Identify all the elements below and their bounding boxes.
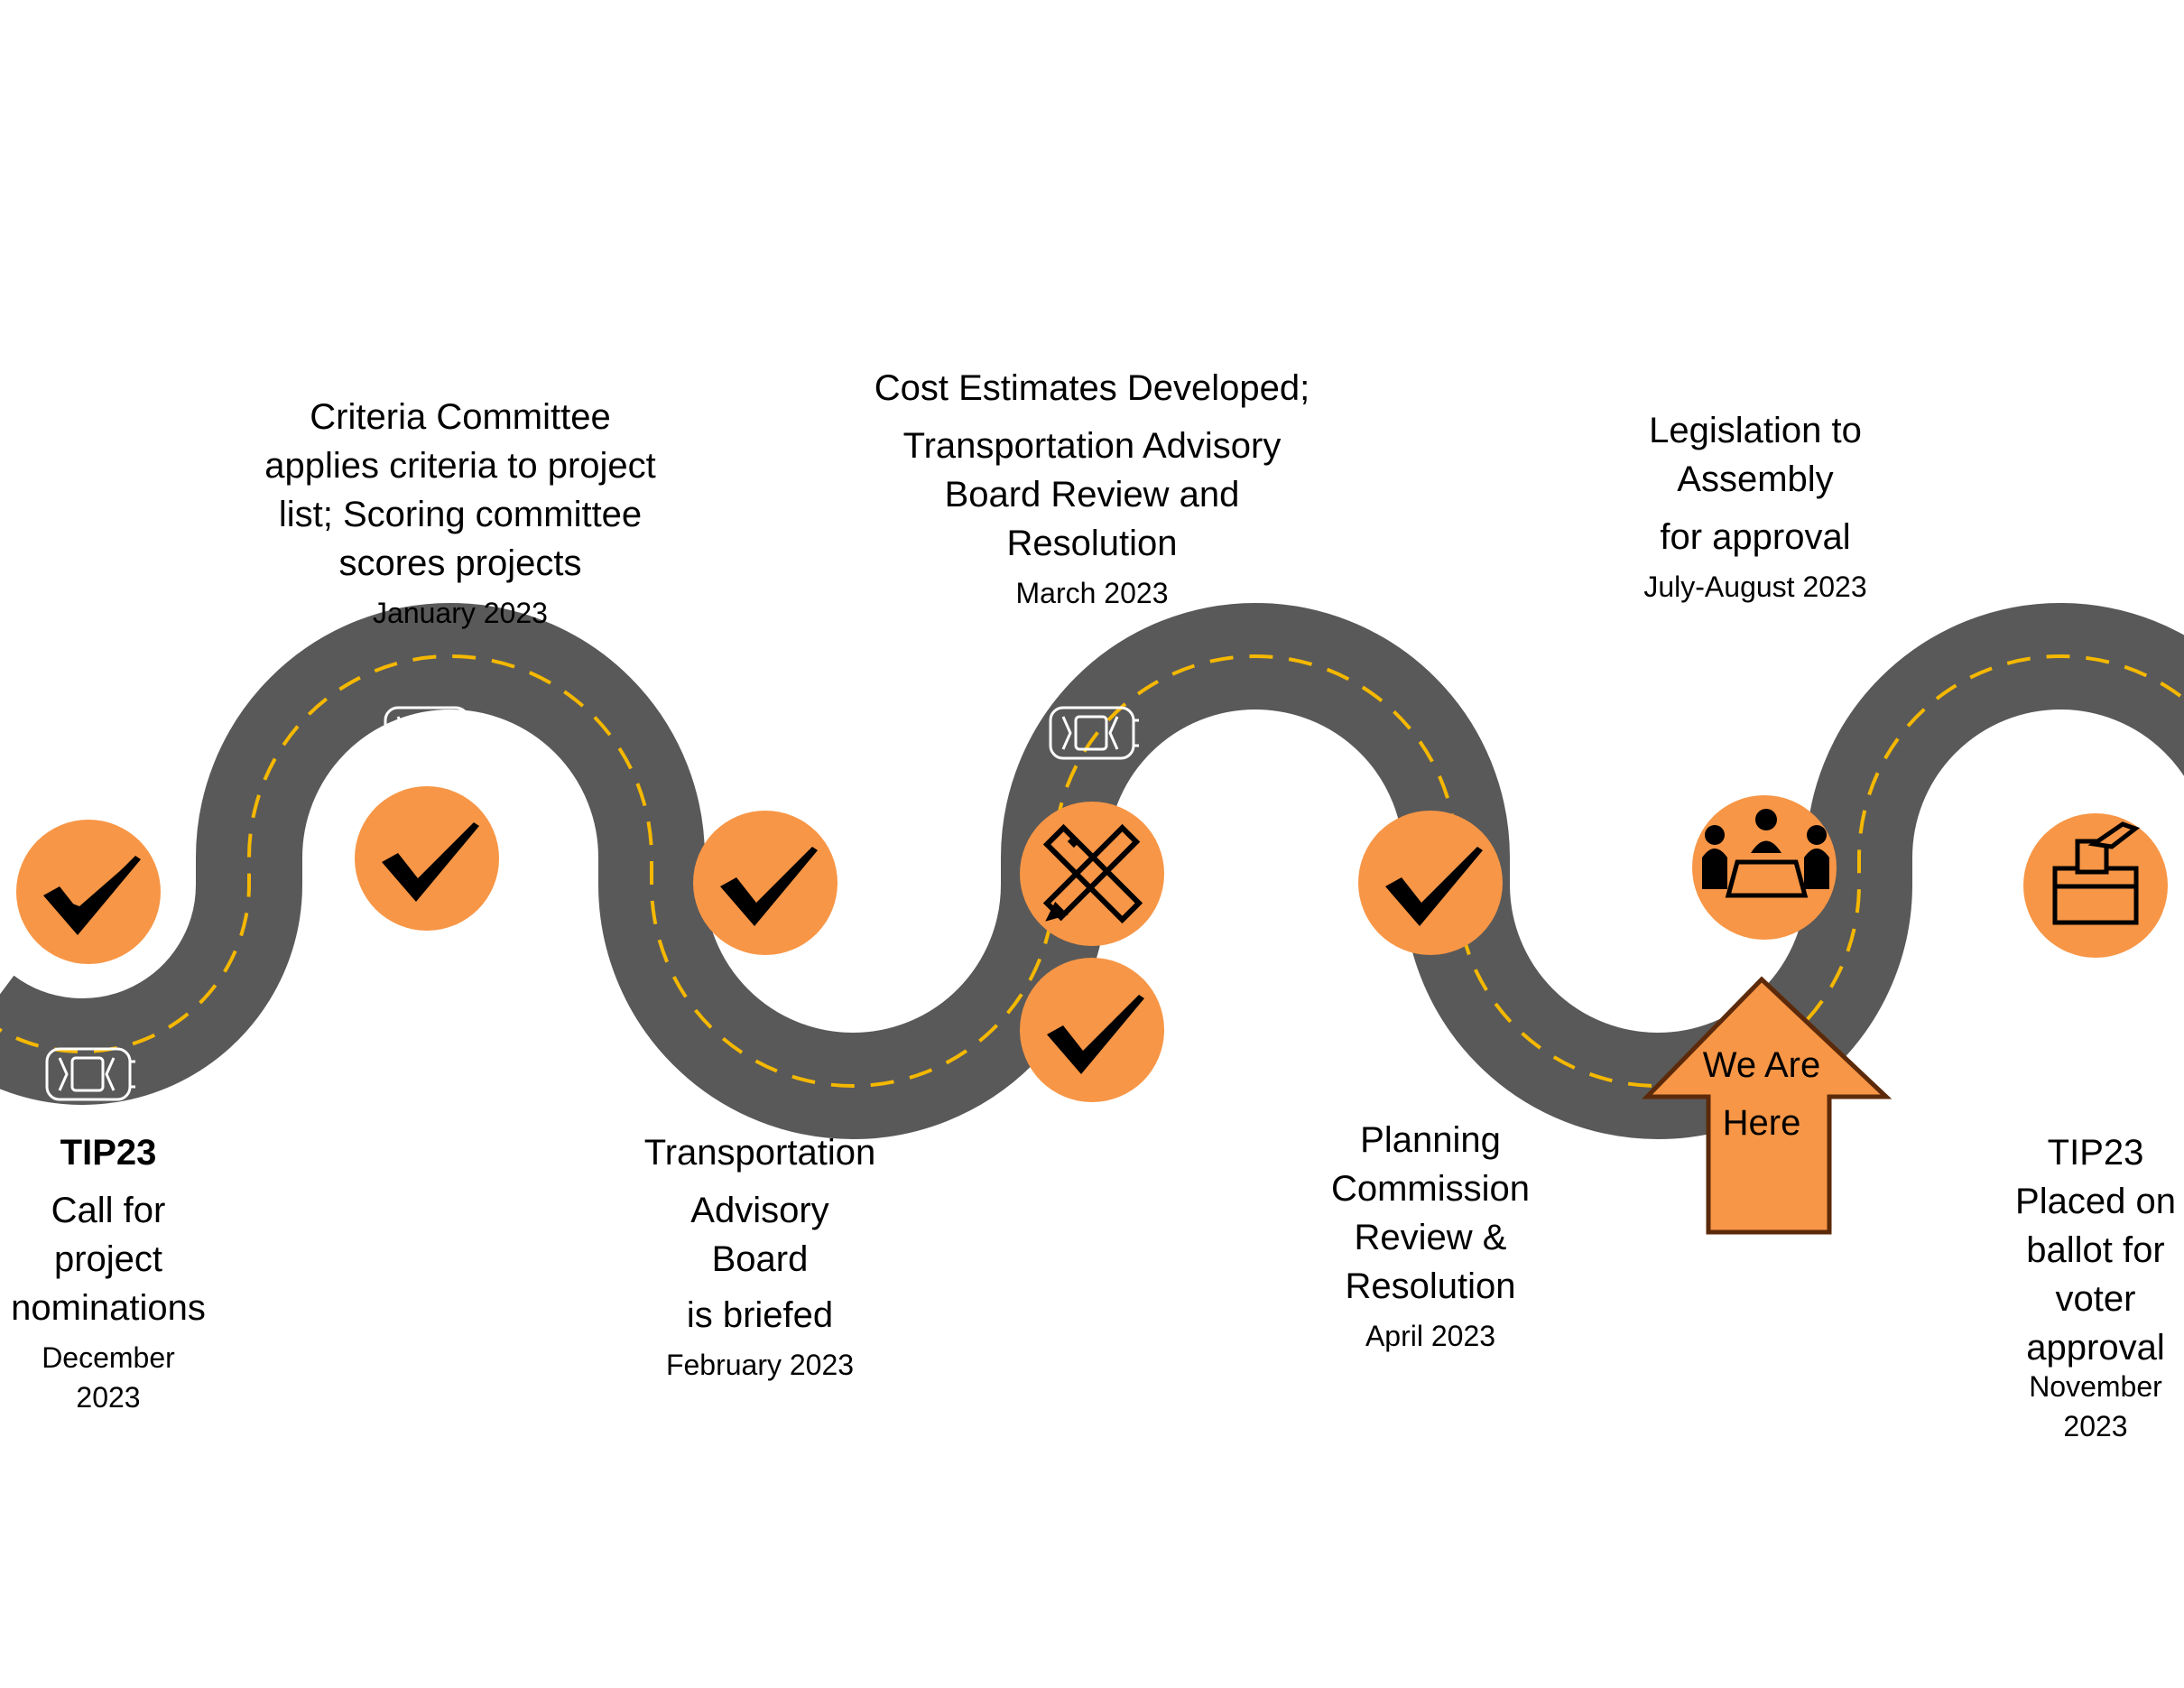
car-icon [45,1047,135,1101]
check-icon [1385,847,1483,926]
car-icon [2052,1047,2142,1101]
meeting-icon [1702,809,1829,898]
lane-divider [0,654,2184,1088]
milestone-date: January 2023 [373,597,548,629]
milestone-text: Planning [1360,1120,1501,1160]
milestone-title: TIP23 [60,1133,157,1173]
car-icon [384,706,474,760]
status-circle [355,786,499,931]
status-circle [693,811,838,955]
milestone-text: Cost Estimates Developed; [874,368,1310,408]
check-icon [720,847,818,926]
milestone-text: Board Review and [944,475,1240,515]
milestone-text: Review & [1354,1218,1507,1257]
milestone-apr [1358,811,1503,955]
status-circle [1020,958,1164,1102]
milestone-feb [693,811,838,955]
we-are-here-label: We Are Here [1702,1045,1821,1143]
label-jul: Legislation to Assembly for approval Jul… [1575,406,1936,607]
pencil-ruler-icon [1042,823,1143,924]
milestone-text: ballot for [2026,1230,2165,1270]
check-icon [382,822,479,902]
label-feb: Transportation Advisory Board is briefed… [579,1128,940,1385]
milestone-date: July-August 2023 [1643,570,1867,603]
milestone-text: Transportation Advisory [902,426,1282,466]
milestone-text: voter [2055,1279,2136,1319]
milestone-date: April 2023 [1365,1320,1496,1352]
milestone-text: Assembly [1677,459,1834,499]
milestone-text: Legislation to [1649,411,1862,450]
milestone-text: is briefed [686,1295,834,1335]
milestone-date: March 2023 [1015,577,1169,609]
milestone-text: for approval [1660,517,1851,557]
milestone-text: project [53,1239,163,1279]
car-icon [1721,706,1811,760]
label-nov: TIP23 Placed on ballot for voter approva… [1969,1128,2184,1446]
milestone-text: Transportation [643,1133,876,1173]
milestone-date: February 2023 [665,1349,855,1381]
milestone-text: Call for [51,1191,166,1230]
milestone-mar [1020,802,1164,1102]
milestone-jul [1692,795,1837,940]
milestone-text: applies criteria to project [264,446,656,486]
milestone-dec [16,820,161,964]
ballot-box-icon [2052,821,2141,925]
check-icon [1047,995,1144,1074]
milestone-text: approval [2026,1328,2165,1368]
milestone-text: list; Scoring committee [278,495,643,534]
milestone-text: TIP23 [2047,1133,2144,1173]
milestone-text: Resolution [1006,524,1178,563]
milestone-text: Criteria Committee [310,397,611,437]
milestone-text: Resolution [1345,1266,1516,1306]
label-apr: Planning Commission Review & Resolution … [1250,1116,1611,1356]
milestone-text: Board [711,1239,809,1279]
milestone-text: Advisory [690,1191,829,1230]
milestone-text: nominations [11,1288,206,1328]
status-circle [1358,811,1503,955]
milestone-nov [2023,813,2168,958]
car-icon [1049,706,1139,760]
milestone-text: Placed on [2015,1182,2176,1221]
milestone-text: scores projects [338,543,582,583]
milestone-jan [355,786,499,931]
label-jan: Criteria Committee applies criteria to p… [217,393,704,633]
status-circle [16,820,161,964]
status-circle [1020,802,1164,946]
status-circle [1692,795,1837,940]
label-mar: Cost Estimates Developed; Transportation… [830,364,1354,613]
label-dec: TIP23 Call for project nominations Decem… [0,1128,217,1417]
we-are-here-arrow [1642,976,1892,1235]
milestone-text: Commission [1330,1169,1531,1209]
